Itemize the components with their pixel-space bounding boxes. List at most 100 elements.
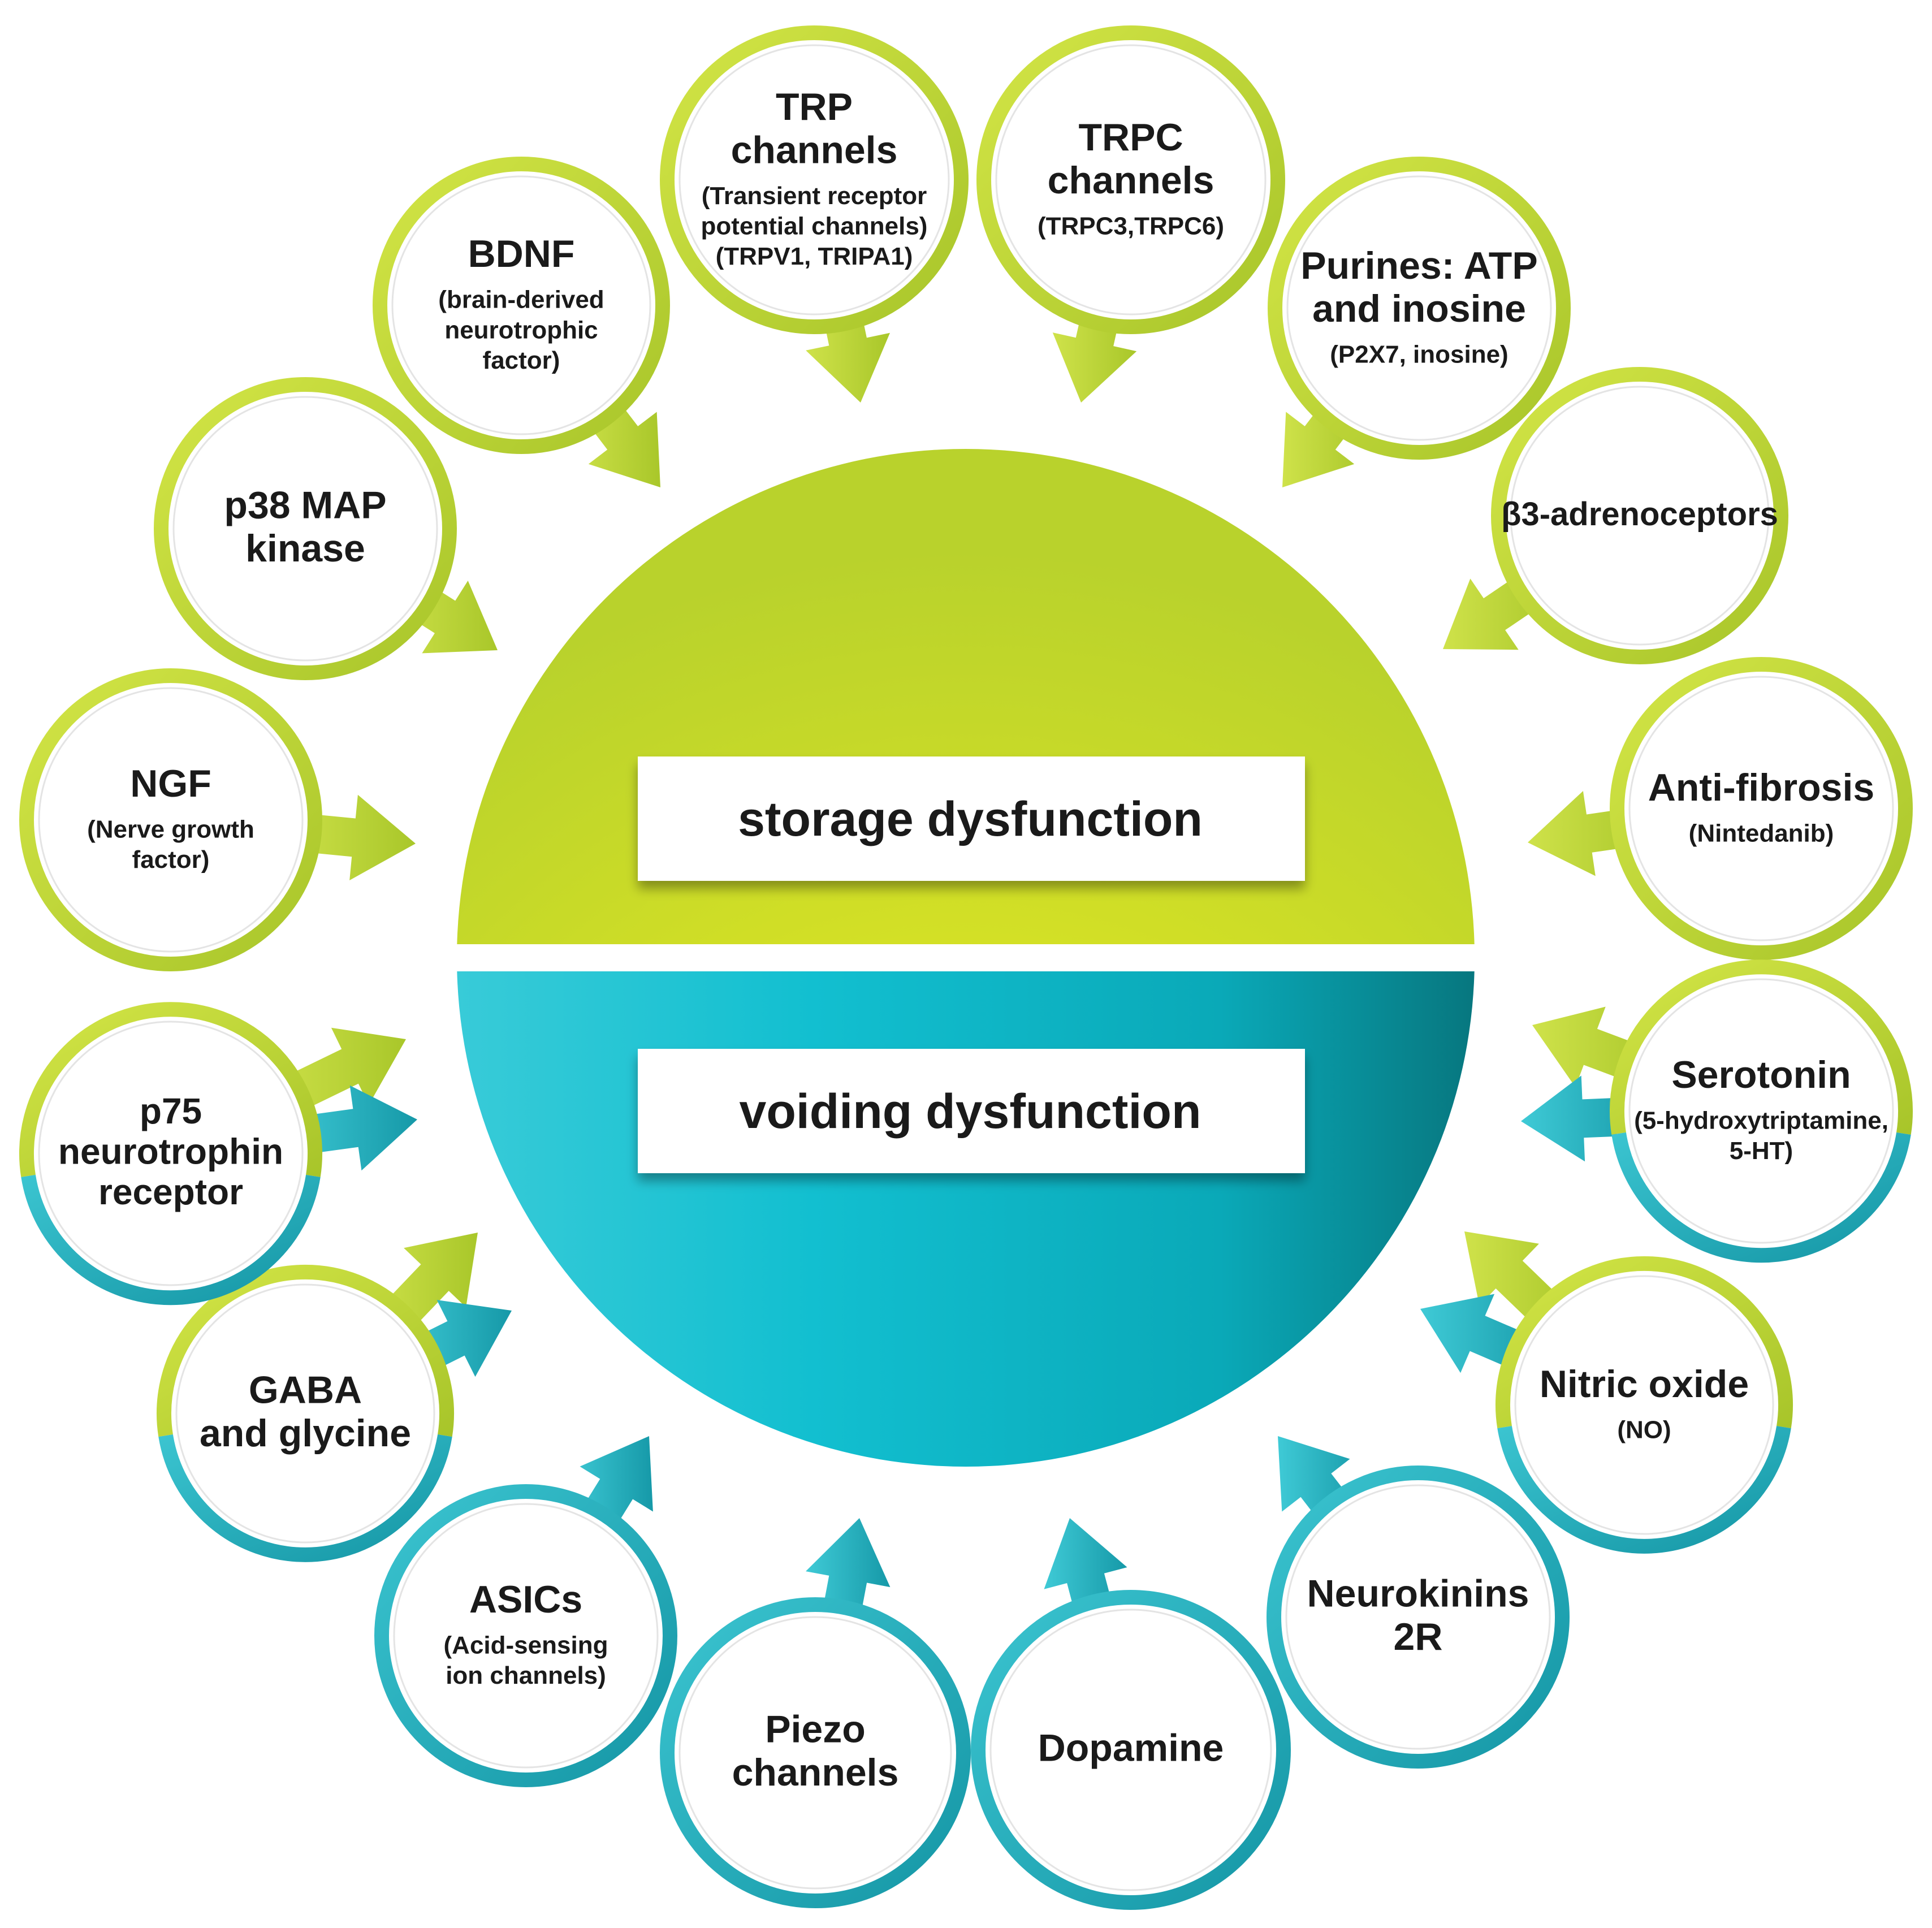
node-title-line: β3-adrenoceptors: [1501, 496, 1778, 533]
node-title-line: ASICs: [469, 1578, 582, 1621]
node-subtitle-line: (TRPC3,TRPC6): [1038, 213, 1224, 240]
node-ring-storage: [1491, 367, 1788, 664]
node-subtitle-line: factor): [132, 846, 210, 874]
node-ring-storage: [1610, 959, 1913, 1135]
voiding-label-box: [638, 1049, 1305, 1173]
node-title-line: channels: [732, 1751, 899, 1794]
node-ring-voiding: [1267, 1466, 1570, 1769]
node-inner: [172, 396, 438, 662]
node-ring-storage: [660, 25, 969, 334]
node-ring-storage: [154, 377, 457, 680]
node-ring-voiding: [1611, 1132, 1911, 1263]
node-inner: [1628, 676, 1894, 941]
node-title-line: p75: [140, 1091, 202, 1131]
node-subtitle-line: (P2X7, inosine): [1330, 341, 1508, 369]
node-title-line: BDNF: [468, 232, 575, 275]
node-subtitle-line: (Nerve growth: [87, 816, 254, 844]
node-ring-storage: [1496, 1256, 1793, 1429]
node-ring-storage: [1268, 157, 1571, 460]
node-nitric: Nitric oxide(NO): [1496, 1256, 1793, 1554]
node-inner: [175, 1283, 435, 1544]
node-title-line: Anti-fibrosis: [1648, 766, 1874, 809]
node-inner: [678, 1616, 952, 1890]
node-beta3: β3-adrenoceptors: [1491, 367, 1788, 664]
node-title-line: Serotonin: [1671, 1053, 1851, 1096]
node-title-line: 2R: [1394, 1615, 1443, 1658]
node-title-line: Dopamine: [1038, 1727, 1224, 1770]
node-subtitle-line: factor): [483, 347, 560, 374]
node-dopamine: Dopamine: [971, 1590, 1291, 1910]
node-ring-storage: [19, 1002, 322, 1177]
node-inner: [989, 1609, 1272, 1891]
node-inner: [1285, 1484, 1551, 1750]
node-ring-voiding: [158, 1434, 452, 1562]
node-asics: ASICs (Acid-sensing ion channels): [374, 1484, 677, 1787]
serotonin-voiding-arrow-icon: [1521, 1075, 1654, 1162]
node-subtitle-line: (Nintedanib): [1689, 819, 1834, 847]
voiding-dysfunction-label: voiding dysfunction: [740, 1084, 1201, 1139]
node-subtitle-line: ion channels): [446, 1662, 606, 1689]
node-title-line: TRPC: [1078, 116, 1183, 159]
node-title-line: Neurokinins: [1307, 1572, 1529, 1615]
node-inner: [391, 175, 651, 435]
node-inner: [38, 687, 304, 953]
node-title-line: and glycine: [200, 1412, 411, 1455]
node-title-line: kinase: [245, 527, 365, 570]
node-subtitle-line: (TRPV1, TRIPA1): [716, 243, 913, 270]
node-ring-storage: [373, 157, 670, 454]
node-ring-voiding: [971, 1590, 1291, 1910]
node-subtitle-line: 5-HT): [1730, 1137, 1793, 1165]
node-title-line: Piezo: [765, 1708, 866, 1751]
node-subtitle-line: (brain-derived: [438, 286, 604, 314]
node-title-line: TRP: [776, 85, 853, 128]
storage-dysfunction-label: storage dysfunction: [738, 792, 1203, 846]
node-subtitle-line: (Transient receptor: [702, 182, 927, 210]
center-divider: [447, 944, 1487, 971]
node-inner: [1286, 175, 1552, 441]
node-inner: [1510, 386, 1770, 646]
node-title-line: channels: [731, 128, 898, 171]
node-ring-voiding: [1497, 1426, 1791, 1554]
node-title-line: and inosine: [1312, 287, 1526, 330]
node-subtitle-line: neurotrophic: [444, 316, 598, 344]
node-title-line: p38 MAP: [224, 484, 386, 527]
node-title-line: receptor: [98, 1172, 243, 1212]
node-subtitle-line: potential channels): [701, 213, 928, 240]
node-inner: [38, 1021, 304, 1286]
node-title-line: neurotrophin: [58, 1131, 283, 1172]
node-ring-storage: [1610, 657, 1913, 960]
node-subtitle-line: (NO): [1617, 1416, 1671, 1443]
node-serotonin: Serotonin (5-hydroxytriptamine,5-HT): [1610, 959, 1913, 1263]
node-subtitle-line: (Acid-sensing: [444, 1632, 608, 1659]
node-subtitle-line: (5-hydroxytriptamine,: [1634, 1107, 1888, 1135]
node-title-line: NGF: [130, 762, 211, 805]
node-ring-voiding: [660, 1597, 971, 1908]
node-inner: [1628, 978, 1894, 1244]
node-ring-storage: [976, 25, 1285, 334]
node-inner: [1514, 1275, 1774, 1535]
storage-label-box: [638, 756, 1305, 881]
node-title-line: Purines: ATP: [1300, 244, 1537, 287]
node-title-line: GABA: [249, 1369, 362, 1412]
node-antifibrosis: Anti-fibrosis (Nintedanib): [1610, 657, 1913, 960]
node-ring-voiding: [374, 1484, 677, 1787]
node-inner: [678, 44, 950, 315]
center-circle: storage dysfunction voiding dysfunction: [447, 449, 1487, 1467]
node-inner: [393, 1503, 659, 1769]
node-title-line: channels: [1048, 159, 1214, 202]
node-inner: [995, 44, 1267, 315]
node-ring-storage: [19, 668, 322, 971]
